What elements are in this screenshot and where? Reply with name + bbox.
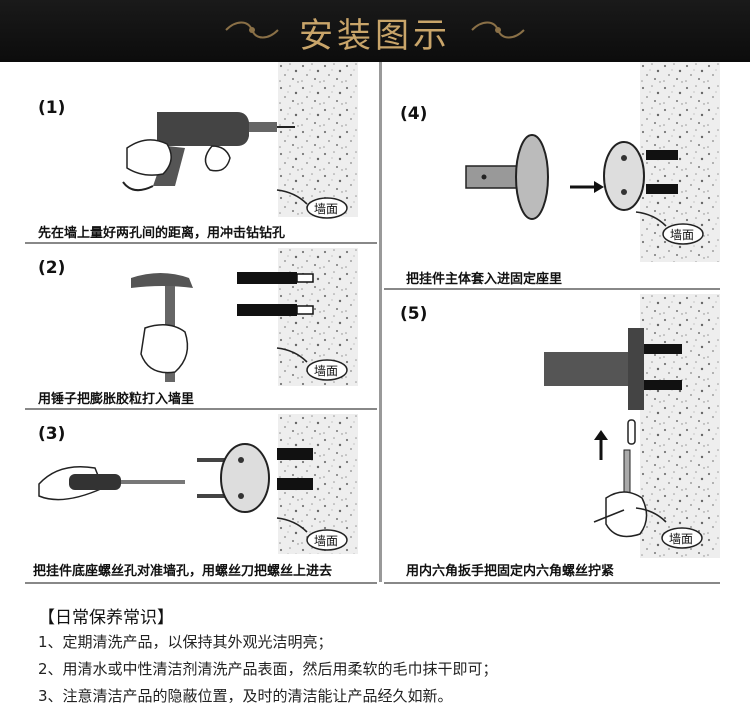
wall-label-pointer-icon [276, 347, 308, 363]
wall-anchor-icon [277, 448, 313, 490]
step-2-panel: (2) 墙面 用锤子把膨胀胶粒打入墙里 [25, 244, 377, 410]
step-caption: 用内六角扳手把固定内六角螺丝拧紧 [406, 564, 615, 579]
wall-anchor-icon [237, 272, 314, 316]
wall-texture [640, 294, 720, 558]
hammer-icon [131, 273, 193, 382]
wall-label: 墙面 [669, 532, 694, 546]
step-number: (2) [38, 258, 66, 278]
hook-body-icon [465, 134, 549, 220]
wall-label: 墙面 [670, 228, 695, 242]
screwdriver-icon [38, 466, 185, 501]
care-title: 【日常保养常识】 [38, 608, 174, 628]
step-number: (3) [38, 424, 66, 444]
flourish-left-icon [225, 21, 279, 39]
wall-label: 墙面 [314, 202, 339, 216]
step-number: (1) [38, 98, 66, 118]
wall-label-bubble [306, 359, 348, 381]
flourish-right-icon [471, 21, 525, 39]
step-number: (4) [400, 104, 428, 124]
wall-label-bubble [662, 223, 704, 245]
column-divider [379, 62, 382, 582]
page-title: 安装图示 [299, 16, 451, 56]
wall-label-bubble [661, 527, 703, 549]
step-caption: 用锤子把膨胀胶粒打入墙里 [38, 392, 195, 407]
wall-label-pointer-icon [276, 517, 308, 533]
wall-label-pointer-icon [635, 211, 667, 227]
step-5-panel: (5) 墙面 用内六角扳手把固定内六角螺丝拧紧 [384, 290, 720, 584]
wall-label: 墙面 [314, 534, 339, 548]
installed-hook-icon [544, 328, 682, 410]
hex-key-hand-icon [593, 449, 648, 538]
step-caption: 先在墙上量好两孔间的距离，用冲击钻钻孔 [38, 226, 286, 241]
wall-label-bubble [306, 529, 348, 551]
wall-label-bubble [306, 197, 348, 219]
header-banner: 安装图示 [0, 0, 750, 62]
arrow-right-icon [570, 181, 604, 193]
step-number: (5) [400, 304, 428, 324]
care-item: 2、用清水或中性清洁剂清洗产品表面，然后用柔软的毛巾抹干即可； [38, 660, 498, 678]
wall-label-pointer-icon [635, 507, 667, 523]
base-plate-icon [603, 141, 678, 211]
wall-texture [278, 62, 358, 217]
step-caption: 把挂件主体套入进固定座里 [406, 272, 563, 287]
step-3-panel: (3) 墙面 把挂件底座螺丝孔对准墙孔，用螺丝刀把螺丝上进去 [25, 410, 377, 584]
care-item: 1、定期清洗产品，以保持其外观光洁明亮； [38, 633, 333, 651]
step-4-panel: (4) 墙面 把挂件主体套入进固定座里 [384, 62, 720, 290]
arrow-up-icon [594, 430, 608, 460]
drill-icon [122, 112, 295, 192]
wall-label: 墙面 [314, 364, 339, 378]
care-item: 3、注意清洁产品的隐蔽位置，及时的清洁能让产品经久如新。 [38, 687, 453, 705]
set-screw-icon [627, 419, 636, 445]
step-1-panel: (1) 墙面 先在墙上量好两孔间的距离，用冲击钻钻孔 [25, 62, 377, 244]
base-plate-icon [197, 443, 270, 513]
step-caption: 把挂件底座螺丝孔对准墙孔，用螺丝刀把螺丝上进去 [33, 564, 333, 579]
wall-label-pointer-icon [276, 189, 308, 205]
